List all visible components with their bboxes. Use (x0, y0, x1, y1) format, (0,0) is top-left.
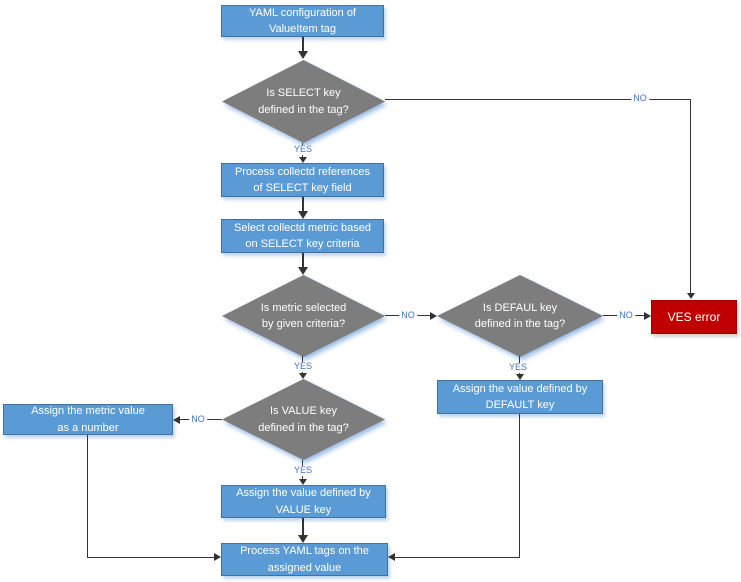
node-assign-default: Assign the value defined by DEFAULT key (437, 380, 603, 414)
arrowhead-references-to-selectmetric (298, 211, 308, 219)
node-ves-error: VES error (651, 300, 737, 334)
node-assign-value: Assign the value defined by VALUE key (221, 485, 386, 518)
node-process-yaml-tags: Process YAML tags on the assigned value (221, 543, 388, 576)
edge-label-default-no: NO (617, 310, 635, 321)
edge-label-metric-no: NO (399, 310, 417, 321)
edge-assignvalue-to-process (302, 518, 304, 535)
arrowhead-assigndefault-to-process (388, 553, 395, 561)
arrowhead-value-no (173, 416, 180, 424)
arrowhead-selectmetric-to-metricselected (298, 267, 308, 275)
edge-assignmetric-vertical (87, 435, 88, 558)
decision-default-key-shape: Is DEFAUL key defined in the tag? (437, 275, 603, 357)
decision-select-key: Is SELECT key defined in the tag? (222, 60, 385, 143)
edge-label-metric-yes: YES (291, 361, 315, 372)
arrowhead-start-to-select (298, 51, 308, 59)
node-select-metric: Select collectd metric based on SELECT k… (221, 219, 384, 253)
decision-value-key-shape: Is VALUE key defined in the tag? (222, 379, 385, 460)
edge-start-to-select (302, 37, 304, 51)
decision-metric-selected-shape: Is metric selected by given criteria? (222, 275, 385, 357)
arrowhead-default-no (644, 312, 651, 320)
edge-assigndefault-horizontal (395, 557, 520, 558)
arrowhead-assignvalue-to-process (298, 535, 308, 543)
arrowhead-select-yes (299, 157, 307, 163)
decision-value-key: Is VALUE key defined in the tag? (222, 379, 385, 460)
node-yaml-config: YAML configuration of ValueItem tag (221, 5, 384, 37)
decision-default-key: Is DEFAUL key defined in the tag? (437, 275, 603, 357)
edge-label-value-no: NO (189, 414, 207, 425)
decision-metric-selected: Is metric selected by given criteria? (222, 275, 385, 357)
edge-label-default-yes: YES (506, 362, 530, 373)
arrowhead-metric-yes (299, 373, 307, 379)
edge-selectmetric-to-metricselected (302, 253, 304, 267)
decision-select-key-shape: Is SELECT key defined in the tag? (222, 60, 385, 143)
edge-assigndefault-vertical (519, 414, 520, 558)
arrowhead-select-no (687, 293, 695, 299)
edge-label-value-yes: YES (291, 465, 315, 476)
arrowhead-value-yes (299, 479, 307, 485)
edge-references-to-selectmetric (302, 197, 304, 211)
edge-select-no-horizontal (385, 99, 691, 100)
arrowhead-metric-no (430, 312, 437, 320)
arrowhead-assignmetric-to-process (214, 553, 221, 561)
edge-label-select-no: NO (631, 93, 649, 104)
edge-select-no-vertical (690, 100, 691, 293)
edge-assignmetric-horizontal (88, 557, 214, 558)
edge-label-select-yes: YES (291, 144, 315, 155)
arrowhead-default-yes (516, 374, 524, 380)
node-process-references: Process collectd references of SELECT ke… (221, 163, 384, 197)
node-assign-metric: Assign the metric value as a number (3, 404, 173, 435)
